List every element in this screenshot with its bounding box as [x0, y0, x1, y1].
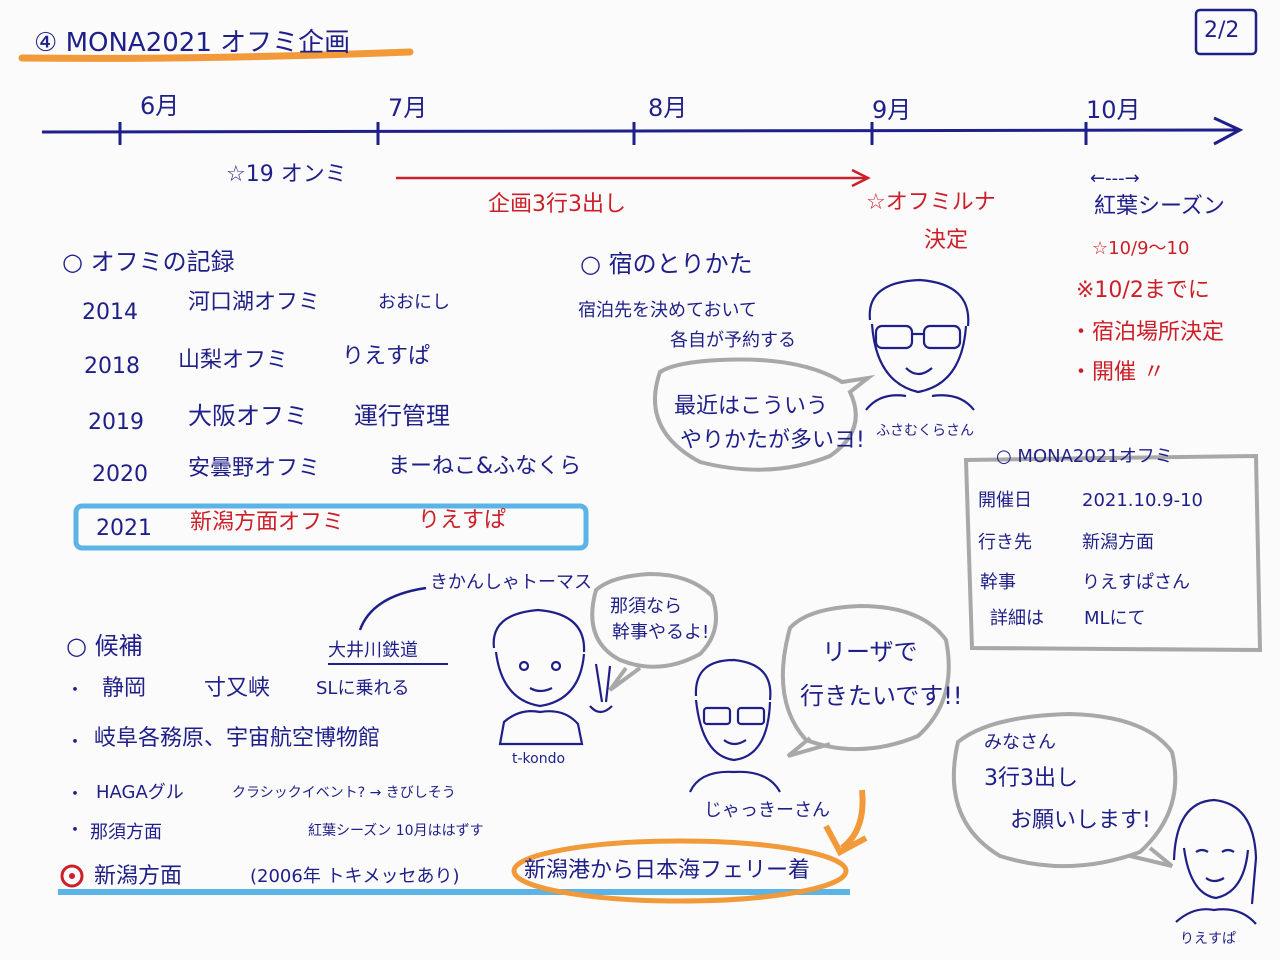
record-host: 運行管理 [354, 402, 450, 430]
riesupa-label: りえすぱ [1180, 931, 1236, 947]
bubble-nasu-line1: 那須なら [610, 596, 682, 617]
tkondo-label: t-kondo [512, 751, 566, 767]
page-number: 2/2 [1204, 18, 1240, 43]
info-value-dest: 新潟方面 [1082, 532, 1154, 553]
ferry-circle [511, 838, 849, 904]
note-event: ・開催 〃 [1070, 360, 1165, 385]
bubble-minasan-line2: 3行3出し [984, 766, 1078, 791]
riesupa-illustration [1172, 798, 1258, 925]
candidate-text: 寸又峡 [204, 676, 271, 701]
note-lodging: ・宿泊場所決定 [1070, 320, 1225, 345]
kikansha-note: きかんしゃトーマス [430, 572, 592, 593]
ferry-label: 新潟港から日本海フェリー着 [524, 858, 811, 883]
record-year: 2021 [96, 516, 152, 541]
record-heading: ○ オフミの記録 [62, 248, 235, 276]
bubble-minasan-line1: みなさん [984, 732, 1056, 753]
record-year: 2018 [84, 354, 140, 379]
note-deadline: ※10/2までに [1076, 278, 1210, 303]
bubble-lisa-line2: 行きたいです!! [800, 682, 963, 710]
bubble-nasu-line2: 幹事やるよ! [612, 622, 710, 643]
tkondo-illustration [492, 608, 613, 746]
koyo-arrow: ←---→ [1090, 168, 1140, 189]
timeline-axis [41, 128, 1239, 134]
page-title: ④ MONA2021 オフミ企画 [34, 28, 351, 58]
bubble-recent [653, 357, 876, 472]
orange-arrow [840, 789, 866, 851]
note-dates: ☆10/9〜10 [1092, 238, 1190, 259]
candidate-text: HAGAグル [96, 782, 184, 803]
month-label-oct: 10月 [1086, 96, 1141, 124]
record-year: 2014 [82, 300, 138, 325]
record-host: おおにし [378, 292, 450, 313]
record-place: 山梨オフミ [178, 348, 289, 373]
oigawa-label: 大井川鉄道 [328, 640, 418, 661]
candidate-text: 静岡 [102, 676, 147, 701]
info-value-details: MLにて [1084, 608, 1146, 629]
record-place: 河口湖オフミ [188, 290, 321, 315]
timeline-arrowhead [1213, 116, 1244, 146]
decision-line2: 決定 [924, 228, 969, 253]
info-value-organizer: りえすぱさん [1082, 572, 1190, 593]
info-box-title: ○ MONA2021オフミ [996, 446, 1173, 467]
candidate-bullet: ・ [66, 680, 84, 701]
jackie-label: じゃっきーさん [704, 800, 830, 821]
candidates-heading: ○ 候補 [66, 632, 143, 660]
bubble-nasu [590, 571, 718, 669]
event-619: ☆19 オンミ [226, 162, 347, 187]
candidate-bullet: ・ [66, 732, 84, 753]
month-label-aug: 8月 [648, 94, 688, 122]
record-place: 安曇野オフミ [188, 456, 321, 481]
record-host: りえすぱ [342, 344, 431, 369]
info-label-organizer: 幹事 [980, 572, 1016, 593]
month-label-sep: 9月 [872, 96, 912, 124]
record-year: 2019 [88, 410, 144, 435]
info-label-date: 開催日 [978, 490, 1032, 511]
selected-marker [60, 864, 84, 888]
candidate-text: SLに乗れる [316, 678, 410, 699]
timeline-ticks [118, 122, 1088, 145]
record-place: 大阪オフミ [188, 402, 308, 430]
bubble-lisa [780, 603, 951, 752]
bubble-recent-line2: やりかたが多いヨ! [680, 428, 865, 453]
info-label-details: 詳細は [990, 608, 1044, 629]
record-host: りえすぱ [418, 508, 507, 533]
candidate-text: クラシックイベント? → きびしそう [232, 785, 456, 801]
info-value-date: 2021.10.9-10 [1082, 490, 1204, 511]
koyo-season: 紅葉シーズン [1094, 194, 1225, 219]
bubble-minasan [951, 711, 1178, 869]
bubble-minasan-line3: お願いします! [1010, 808, 1151, 833]
selected-candidate: 新潟方面 [94, 864, 183, 889]
candidate-text: 紅葉シーズン 10月ははずす [308, 823, 484, 839]
bubble-lisa-line1: リーザで [822, 638, 918, 666]
month-label-jun: 6月 [140, 92, 180, 120]
candidate-text: 岐阜各務原、宇宙航空博物館 [94, 726, 381, 751]
candidate-bullet: ・ [66, 784, 84, 805]
decision-line1: ☆オフミルナ [866, 190, 996, 215]
lodging-line2: 各自が予約する [670, 330, 796, 351]
fusamukusan-illustration [865, 278, 975, 411]
candidate-text: 那須方面 [90, 822, 162, 843]
jackie-illustration [688, 658, 781, 793]
record-host: まーねこ&ふなくら [388, 454, 582, 479]
month-label-jul: 7月 [388, 94, 428, 122]
fusamukusan-label: ふさむくらさん [876, 423, 974, 439]
record-year: 2020 [92, 462, 148, 487]
candidate-bullet: ・ [66, 820, 84, 841]
lodging-line1: 宿泊先を決めておいて [578, 300, 757, 321]
info-box-frame [963, 453, 1263, 653]
page-number-box [1194, 8, 1258, 56]
bubble-recent-line1: 最近はこういう [674, 394, 829, 419]
info-label-dest: 行き先 [978, 532, 1032, 553]
selected-candidate-note: (2006年 トキメッセあり) [250, 866, 460, 887]
lodging-heading: ○ 宿のとりかた [580, 250, 753, 278]
title-underline [18, 48, 414, 62]
record-place: 新潟方面オフミ [190, 510, 345, 535]
highlight-2021 [73, 503, 589, 551]
planning-label: 企画3行3出し [488, 192, 626, 217]
